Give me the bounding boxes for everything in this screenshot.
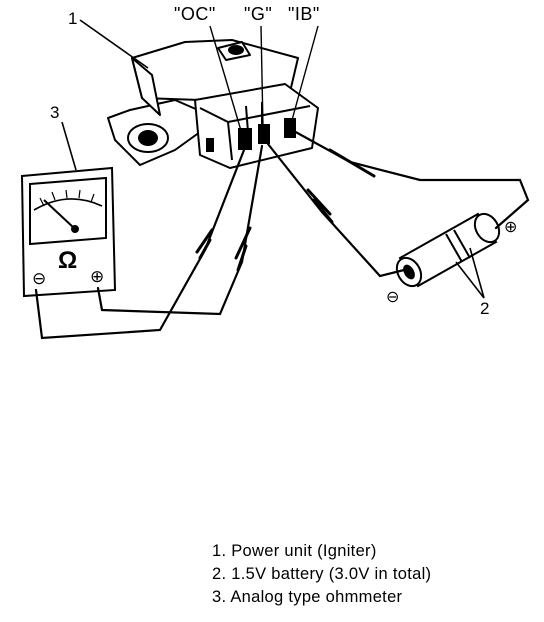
terminal-label-g: "G" [244,4,272,24]
ohmmeter [20,166,117,298]
legend-item-power-unit: 1. Power unit (Igniter) [212,542,377,560]
ohmmeter-positive-terminal: ⊕ [90,267,104,286]
leader-oc [209,25,243,135]
terminal-label-ib: "IB" [288,4,320,24]
test-leads [34,128,530,340]
callout-ohmmeter: 3 [50,103,59,122]
legend-item-ohmmeter: 3. Analog type ohmmeter [212,588,403,606]
leader-g [260,25,264,129]
battery-positive-terminal: ⊕ [504,219,517,236]
leader-power-unit [79,19,149,69]
battery-negative-terminal: ⊖ [386,289,399,306]
callout-power-unit: 1 [68,9,77,28]
power-unit [107,39,319,169]
terminal-label-oc: "OC" [174,4,216,24]
leader-battery-1 [469,247,485,299]
battery-pack [395,212,501,288]
legend: 1. Power unit (Igniter) 2. 1.5V battery … [212,540,431,609]
legend-item-battery: 2. 1.5V battery (3.0V in total) [212,565,432,583]
ohmmeter-negative-terminal: ⊖ [32,269,46,288]
leader-ohmmeter [61,121,77,171]
leader-ib [291,25,319,121]
ohmmeter-omega-symbol: Ω [58,247,77,274]
leader-battery-2 [455,261,485,299]
callout-battery: 2 [480,299,489,318]
